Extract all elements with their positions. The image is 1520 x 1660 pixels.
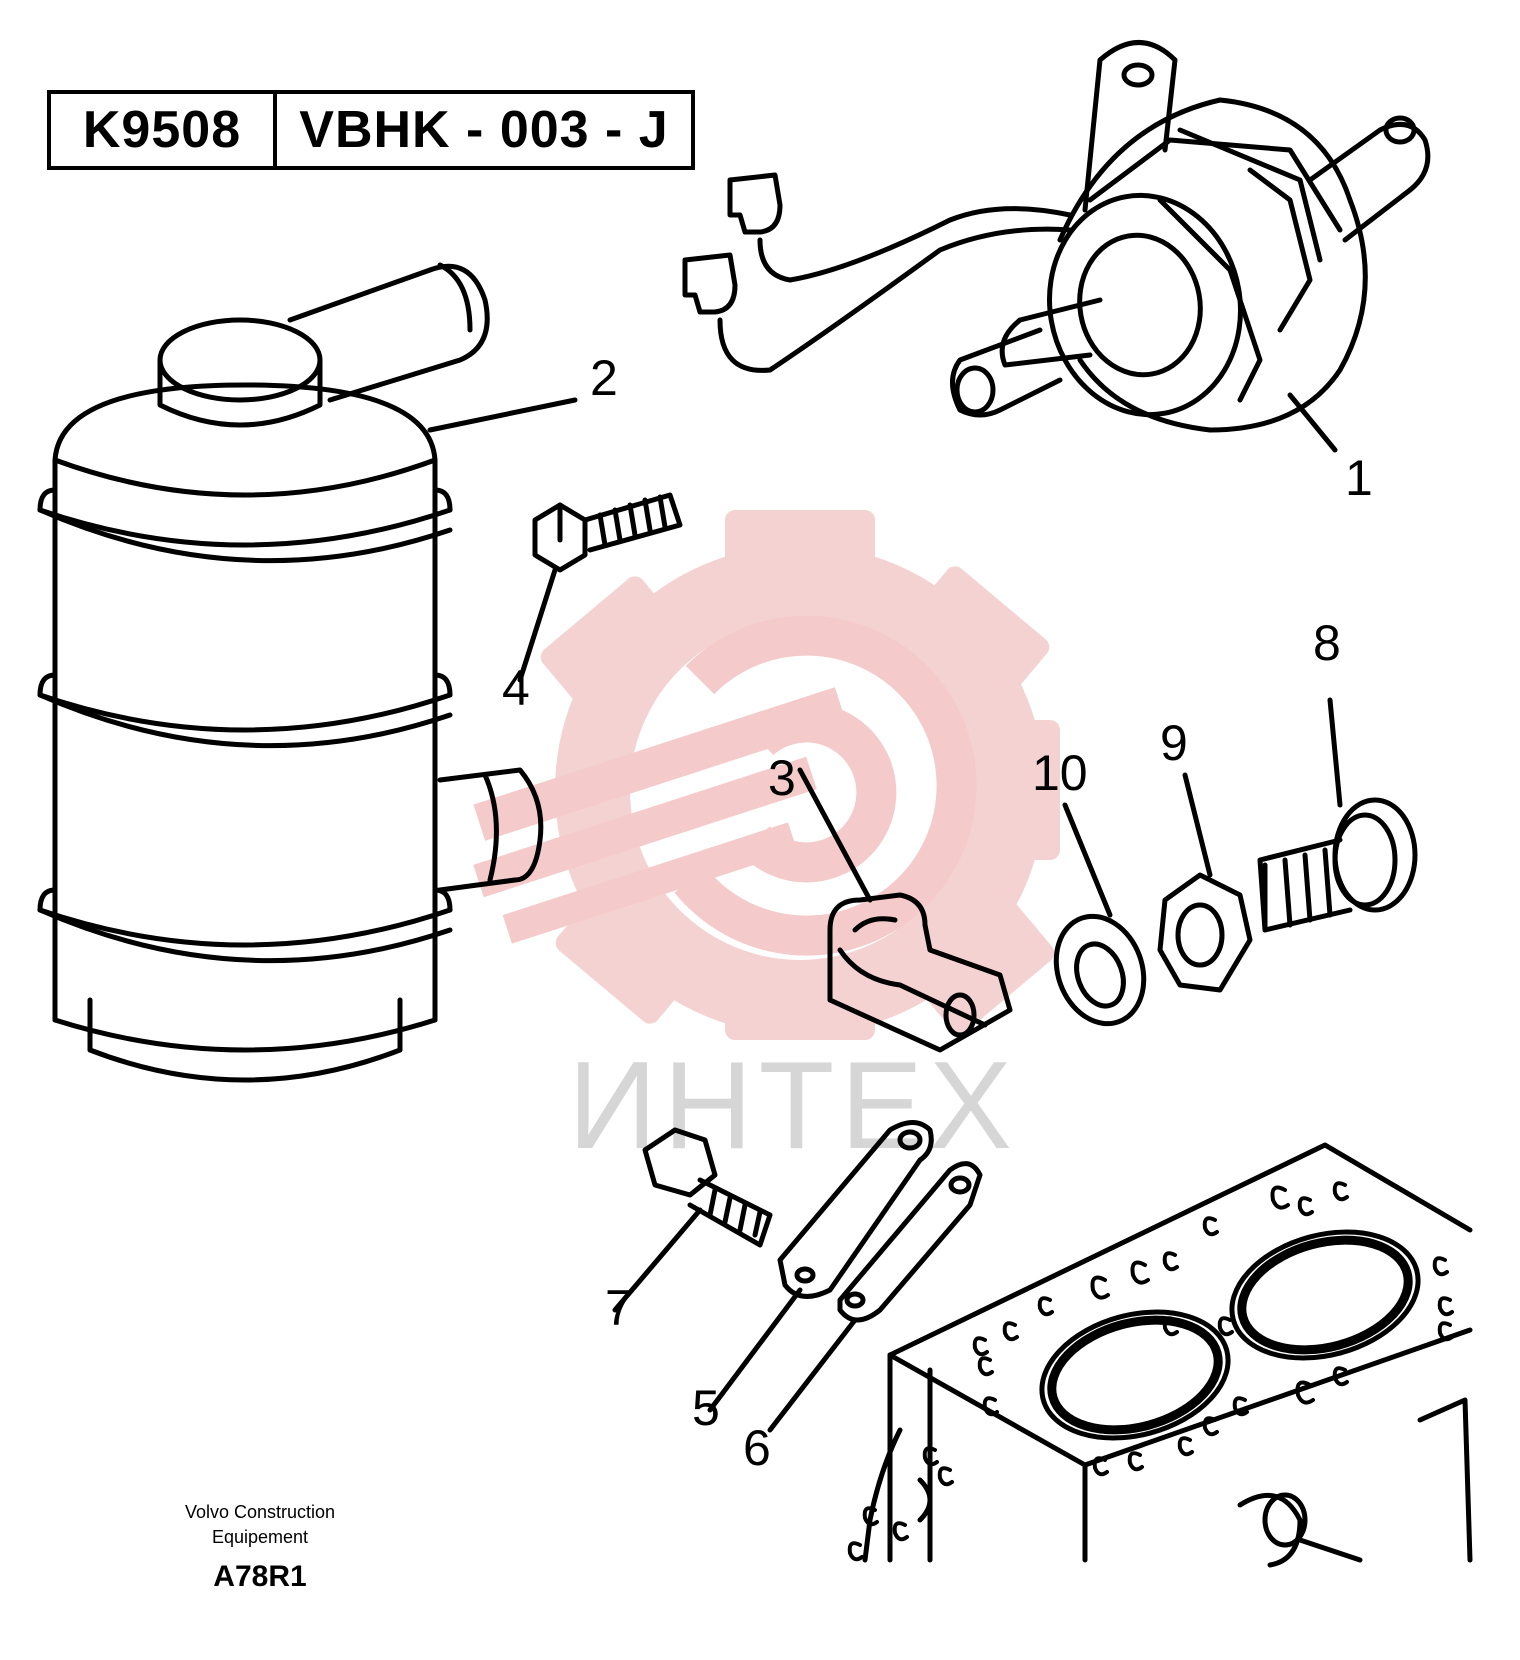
part-3-clamp — [797, 767, 1013, 1053]
part-6-plate — [767, 1161, 983, 1433]
reference-code-right: VBHK - 003 - J — [299, 101, 669, 159]
part-7-bolt — [612, 1127, 773, 1313]
footer-company-line2: Equipement — [211, 1527, 309, 1547]
callout-2: 2 — [590, 350, 618, 406]
part-5-gasket — [707, 1120, 934, 1413]
leader-part-2 — [427, 397, 578, 433]
part-4-bolt — [517, 492, 683, 683]
part-8-bolt — [1257, 697, 1418, 933]
part-2-canister — [37, 262, 544, 1083]
callout-9: 9 — [1160, 715, 1188, 771]
reference-code-box: K9508 VBHK - 003 - J — [47, 90, 695, 170]
watermark-text: ИНТЕХ — [568, 1037, 1018, 1175]
footer-reference: A78R1 — [213, 1560, 307, 1593]
callout-3: 3 — [768, 750, 796, 806]
part-10-washer — [1053, 802, 1147, 1027]
reference-code-left: K9508 — [51, 94, 277, 166]
callout-8: 8 — [1313, 615, 1341, 671]
leader-part-1 — [1287, 392, 1338, 453]
engine-cylinder-head — [847, 1142, 1473, 1568]
callout-5: 5 — [692, 1380, 720, 1436]
part-1-pump — [682, 40, 1431, 433]
callout-7: 7 — [605, 1280, 633, 1336]
callout-1: 1 — [1345, 450, 1373, 506]
callout-6: 6 — [743, 1420, 771, 1476]
part-9-nut — [1157, 772, 1253, 993]
callout-4: 4 — [502, 660, 530, 716]
footer-company-line1: Volvo Construction — [184, 1502, 336, 1522]
callout-10: 10 — [1032, 745, 1088, 801]
